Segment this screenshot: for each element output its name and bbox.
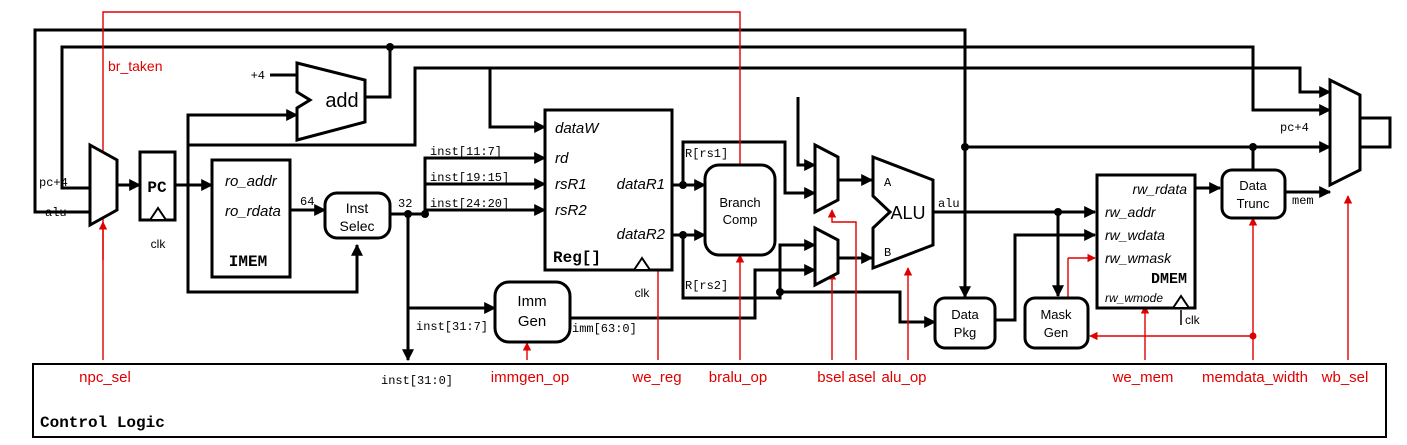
signal-br-taken: br_taken (108, 58, 162, 74)
label-pc4-wb: pc+4 (1280, 121, 1309, 135)
pc-clk-label: clk (151, 237, 167, 251)
wire-imm-bmux (570, 264, 817, 320)
immgen-line1: Imm (517, 293, 546, 310)
branch-comp-block (703, 163, 777, 257)
alu-label: ALU (890, 203, 925, 223)
label-mem: mem (1292, 194, 1314, 208)
dmem-wdata: rw_wdata (1105, 227, 1165, 243)
wire-r2-datapkg (780, 290, 937, 328)
data-trunc-line2: Trunc (1237, 196, 1270, 211)
label-r-rs1: R[rs1] (685, 147, 728, 161)
wire-pc-to-wb (188, 66, 1332, 147)
wb-mux (1328, 77, 1362, 188)
regfile-dataW: dataW (555, 120, 600, 137)
signal-we-mem: we_mem (1112, 369, 1174, 386)
signal-immgen-op: immgen_op (491, 369, 569, 386)
mask-gen-line2: Gen (1044, 325, 1069, 340)
imem-ro-addr: ro_addr (225, 173, 278, 190)
wire-pc4-feedback (60, 45, 1332, 190)
npc-mux (88, 142, 119, 228)
mask-gen-line1: Mask (1040, 307, 1072, 322)
inst-select-line1: Inst (346, 200, 369, 216)
wire-r2-bmux (681, 235, 817, 300)
immgen-line2: Gen (518, 313, 546, 330)
imem-ro-rdata: ro_rdata (225, 203, 281, 220)
control-logic-label: Control Logic (40, 414, 165, 432)
wire-rd (423, 152, 547, 214)
wire-pc-instsel (186, 115, 363, 294)
regfile-dataR2: dataR2 (617, 226, 666, 243)
dmem-block (1095, 173, 1197, 310)
imem-block (210, 158, 292, 279)
wire-r1-amux (681, 140, 817, 199)
imem-label: IMEM (229, 253, 267, 271)
label-pc4-in: pc+4 (39, 176, 68, 190)
dmem-rdata: rw_rdata (1133, 181, 1188, 197)
label-inst-19-15: inst[19:15] (430, 171, 509, 185)
regfile-rsR1: rsR1 (555, 176, 587, 193)
branch-comp-line2: Comp (723, 212, 758, 227)
inst-select-line2: Selec (339, 218, 374, 234)
label-imm: imm[63:0] (572, 322, 637, 336)
signal-wb-sel: wb_sel (1321, 369, 1369, 386)
dmem-wmode: rw_wmode (1105, 291, 1163, 305)
regfile-clk: clk (635, 286, 651, 300)
label-inst-24-20: inst[24:20] (430, 197, 509, 211)
label-inst-31-0: inst[31:0] (381, 374, 453, 388)
b-mux (813, 225, 840, 288)
branch-comp-line1: Branch (719, 195, 760, 210)
datapath-wires (33, 28, 1392, 362)
data-pkg-line1: Data (951, 307, 979, 322)
dmem-addr: rw_addr (1105, 204, 1157, 220)
signal-bsel: bsel (817, 369, 845, 386)
data-pkg-block (933, 296, 997, 350)
regfile-block (543, 108, 674, 272)
alu-block (871, 154, 935, 271)
alu-a-label: A (884, 176, 892, 190)
alu-b-label: B (884, 246, 891, 260)
pc-label: PC (147, 179, 167, 197)
data-pkg-line2: Pkg (954, 325, 976, 340)
adder-label: add (325, 90, 358, 112)
a-mux (813, 142, 840, 215)
dmem-label: DMEM (1151, 271, 1187, 288)
pc-adder (295, 61, 367, 142)
label-bus64: 64 (300, 195, 314, 209)
wire-pkg-dmem (995, 229, 1097, 322)
signal-npc-sel: npc_sel (79, 369, 131, 386)
label-alu-in: alu (45, 206, 67, 220)
regfile-dataR1: dataR1 (617, 176, 665, 193)
label-r-rs2: R[rs2] (685, 279, 728, 293)
signal-we-reg: we_reg (631, 369, 681, 386)
label-bus32: 32 (398, 197, 412, 211)
data-trunc-line1: Data (1239, 178, 1267, 193)
dmem-clk: clk (1185, 313, 1201, 327)
signal-asel: asel (848, 369, 876, 386)
adder-const: +4 (251, 69, 265, 83)
signal-memdata-width: memdata_width (1202, 369, 1308, 386)
label-inst-31-7: inst[31:7] (416, 320, 488, 334)
regfile-rsR2: rsR2 (555, 202, 587, 219)
signal-alu-op: alu_op (881, 369, 926, 386)
asel-wire (827, 209, 857, 360)
label-alu-out: alu (938, 197, 960, 211)
inst-select-block (323, 191, 392, 240)
regfile-rd: rd (555, 150, 569, 167)
signal-bralu-op: bralu_op (709, 369, 767, 386)
wire-alu-feedback (33, 28, 967, 290)
label-inst-11-7: inst[11:7] (430, 145, 502, 159)
wire-wb-feedback (965, 116, 1392, 149)
mask-gen-block (1023, 296, 1090, 350)
data-trunc-block (1220, 168, 1287, 220)
wire-wb-dataW (488, 97, 547, 133)
immgen-block (493, 280, 572, 344)
regfile-label: Reg[] (553, 249, 601, 267)
wire-pc-amux (796, 97, 817, 171)
dmem-wmask: rw_wmask (1105, 250, 1172, 266)
wire-add-out (365, 47, 392, 99)
control-logic-block (32, 363, 1387, 438)
